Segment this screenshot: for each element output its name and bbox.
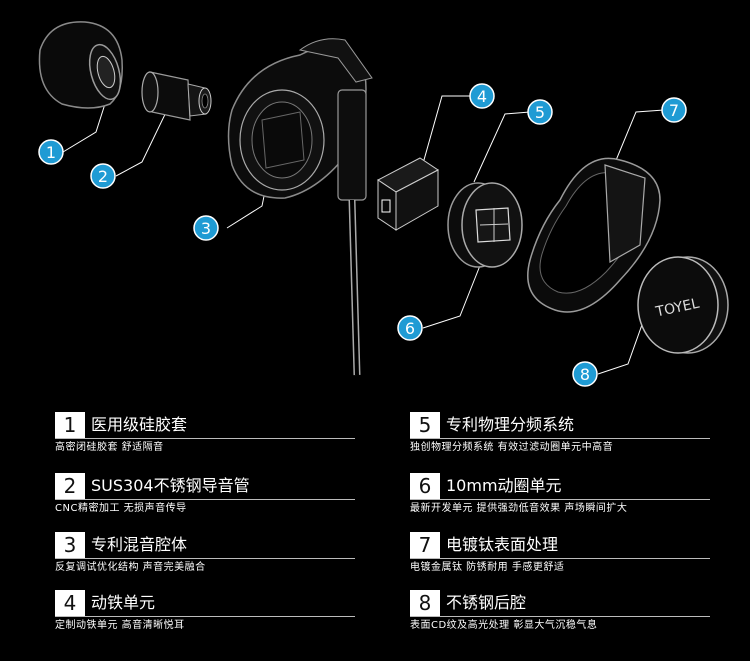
callout-8: 8 [572, 361, 598, 387]
legend-divider [55, 558, 355, 559]
callout-2-label: 2 [98, 167, 108, 186]
legend-title-5: 专利物理分频系统 [446, 415, 575, 434]
legend-title-4: 动铁单元 [91, 593, 156, 612]
callout-6: 6 [397, 315, 423, 341]
legend-num-1: 1 [55, 412, 85, 438]
legend-num-6: 6 [410, 473, 440, 499]
back-cap-part: TOYEL [637, 256, 729, 354]
legend-sub-5: 独创物理分频系统 有效过滤动圈单元中高音 [410, 442, 614, 453]
housing-chamber-part [227, 38, 373, 376]
legend-item-4: 4 动铁单元 定制动铁单元 高音清晰悦耳 [55, 590, 355, 638]
legend-divider [410, 499, 710, 500]
legend-sub-1: 高密闭硅胶套 舒适隔音 [55, 442, 164, 453]
legend-sub-3: 反复调试优化结构 声音完美融合 [55, 562, 206, 573]
legend-divider [55, 499, 355, 500]
legend-item-5: 5 专利物理分频系统 独创物理分频系统 有效过滤动圈单元中高音 [410, 412, 710, 460]
titanium-ring-part [527, 157, 661, 313]
legend-title-3: 专利混音腔体 [91, 535, 188, 554]
callout-4: 4 [469, 83, 495, 109]
dynamic-driver-part [447, 182, 523, 268]
legend-title-1: 医用级硅胶套 [91, 415, 188, 434]
legend-divider [410, 438, 710, 439]
legend-num-2: 2 [55, 473, 85, 499]
callout-8-label: 8 [580, 365, 590, 384]
silicone-eartip-part [38, 21, 123, 109]
legend-divider [55, 438, 355, 439]
callouts: 1 2 3 4 5 6 7 8 [38, 83, 687, 387]
legend-item-2: 2 SUS304不锈钢导音管 CNC精密加工 无损声音传导 [55, 473, 355, 521]
callout-5-label: 5 [535, 103, 545, 122]
legend-sub-6: 最新开发单元 提供强劲低音效果 声场瞬间扩大 [410, 503, 628, 514]
legend-title-2: SUS304不锈钢导音管 [91, 476, 250, 495]
legend-item-6: 6 10mm动圈单元 最新开发单元 提供强劲低音效果 声场瞬间扩大 [410, 473, 710, 521]
legend-title-8: 不锈钢后腔 [446, 593, 527, 612]
legend-item-1: 1 医用级硅胶套 高密闭硅胶套 舒适隔音 [55, 412, 355, 460]
legend-divider [410, 616, 710, 617]
legend-sub-2: CNC精密加工 无损声音传导 [55, 503, 187, 514]
legend-title-6: 10mm动圈单元 [446, 476, 562, 495]
nozzle-tube-part [141, 71, 212, 121]
callout-3: 3 [193, 215, 219, 241]
legend-num-3: 3 [55, 532, 85, 558]
legend-sub-8: 表面CD纹及高光处理 彰显大气沉稳气息 [410, 620, 598, 631]
callout-5: 5 [527, 99, 553, 125]
callout-2: 2 [90, 163, 116, 189]
legend-num-4: 4 [55, 590, 85, 616]
exploded-diagram: TOYEL 1 2 3 4 5 6 7 8 [38, 21, 729, 387]
legend-num-8: 8 [410, 590, 440, 616]
legend-sub-4: 定制动铁单元 高音清晰悦耳 [55, 620, 185, 631]
legend-num-5: 5 [410, 412, 440, 438]
legend-num-7: 7 [410, 532, 440, 558]
callout-1: 1 [38, 139, 64, 165]
balanced-armature-part [377, 157, 439, 231]
legend-item-3: 3 专利混音腔体 反复调试优化结构 声音完美融合 [55, 532, 355, 580]
callout-4-label: 4 [477, 87, 487, 106]
callout-6-label: 6 [405, 319, 415, 338]
legend-title-7: 电镀钛表面处理 [446, 535, 559, 554]
callout-7: 7 [661, 97, 687, 123]
legend-divider [55, 616, 355, 617]
legend-item-8: 8 不锈钢后腔 表面CD纹及高光处理 彰显大气沉稳气息 [410, 590, 710, 638]
callout-7-label: 7 [669, 101, 679, 120]
callout-1-label: 1 [46, 143, 56, 162]
legend-divider [410, 558, 710, 559]
legend-sub-7: 电镀金属钛 防锈耐用 手感更舒适 [410, 562, 565, 573]
callout-3-label: 3 [201, 219, 211, 238]
legend-item-7: 7 电镀钛表面处理 电镀金属钛 防锈耐用 手感更舒适 [410, 532, 710, 580]
